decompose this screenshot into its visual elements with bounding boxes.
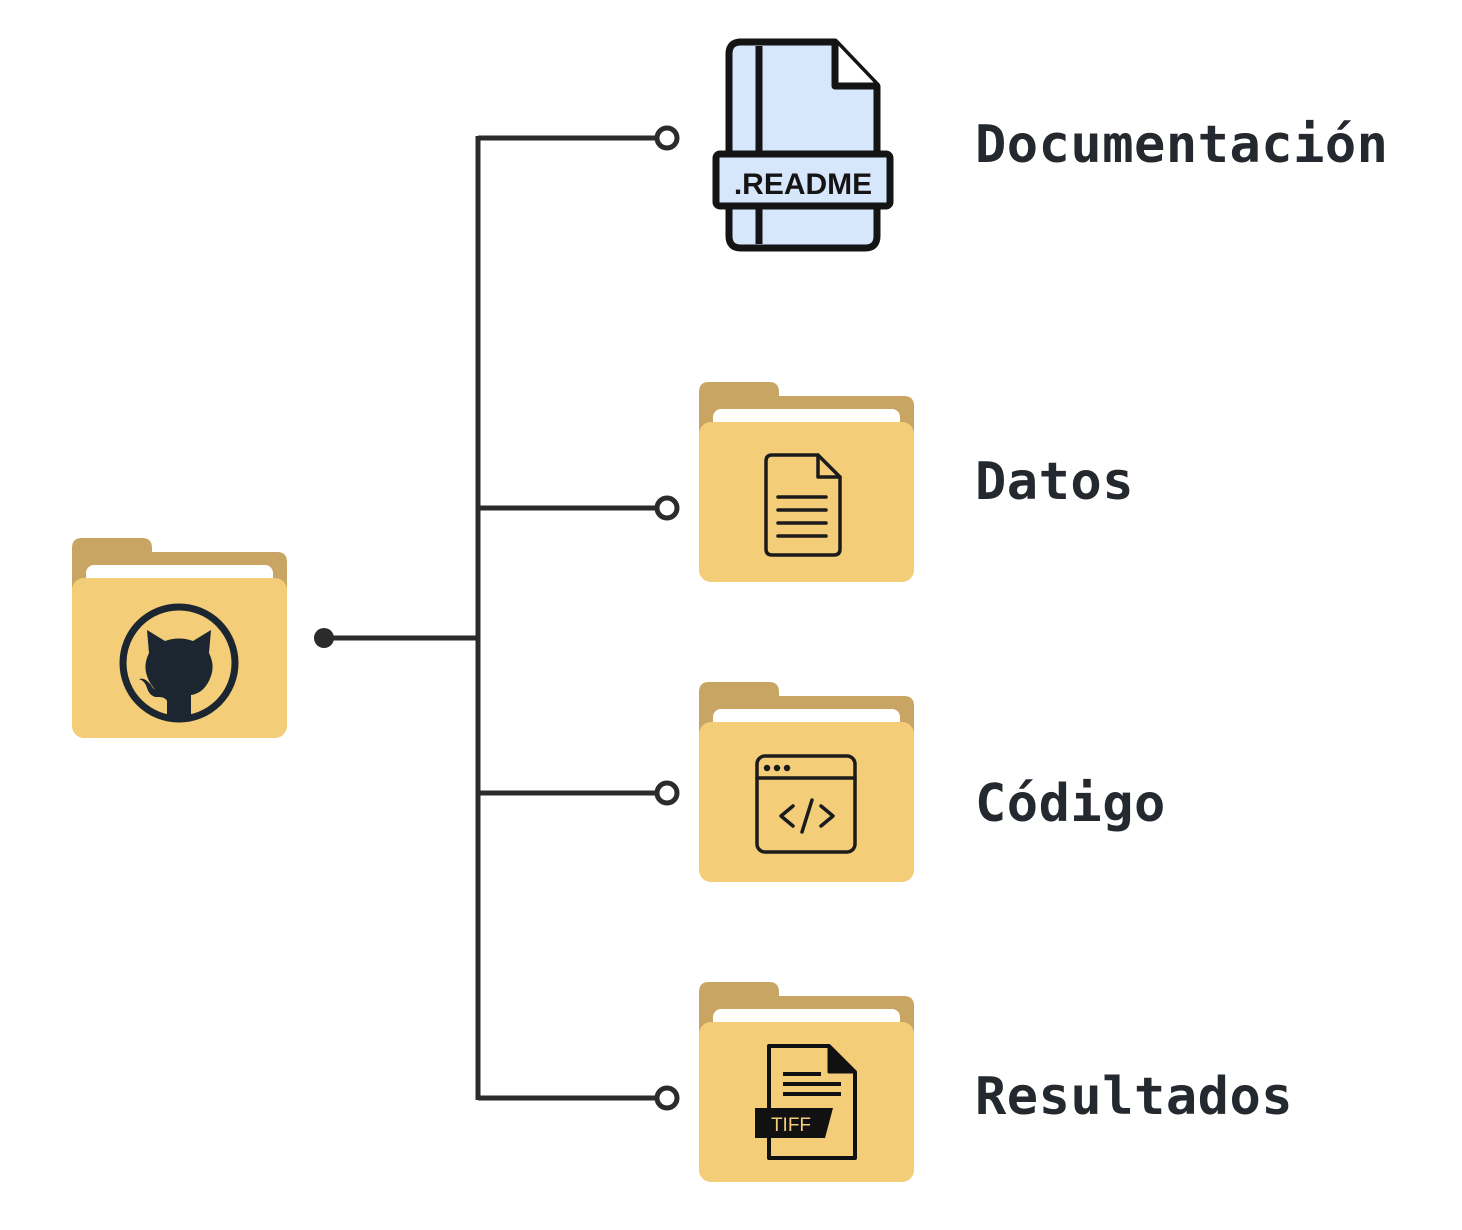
label-resultados: Resultados xyxy=(975,1067,1294,1127)
codigo-folder-icon[interactable] xyxy=(699,682,914,882)
tiff-label: TIFF xyxy=(771,1115,811,1136)
folder-front xyxy=(699,422,914,582)
readme-band xyxy=(712,150,894,210)
readme-label: .README xyxy=(734,168,872,201)
branch-end-rings xyxy=(654,125,680,1111)
label-codigo: Código xyxy=(975,774,1166,834)
label-datos: Datos xyxy=(975,452,1135,512)
root-connector-dot xyxy=(314,628,334,648)
readme-file-icon[interactable]: .README xyxy=(712,38,894,252)
branch-ring-documentacion xyxy=(654,125,680,151)
folder-front xyxy=(699,722,914,882)
resultados-folder-icon[interactable]: TIFF xyxy=(699,982,914,1182)
tiff-file-icon: TIFF xyxy=(755,1044,857,1160)
github-folder-icon[interactable] xyxy=(72,538,287,738)
datos-folder-icon[interactable] xyxy=(699,382,914,582)
branch-ring-codigo xyxy=(654,780,680,806)
branch-ring-resultados xyxy=(654,1085,680,1111)
code-window-icon xyxy=(755,754,857,854)
connector-lines xyxy=(324,135,658,1101)
document-file-icon xyxy=(764,453,842,557)
github-logo-icon xyxy=(119,603,239,723)
branch-ring-datos xyxy=(654,495,680,521)
readme-fold xyxy=(831,42,877,90)
label-documentacion: Documentación xyxy=(975,115,1389,175)
